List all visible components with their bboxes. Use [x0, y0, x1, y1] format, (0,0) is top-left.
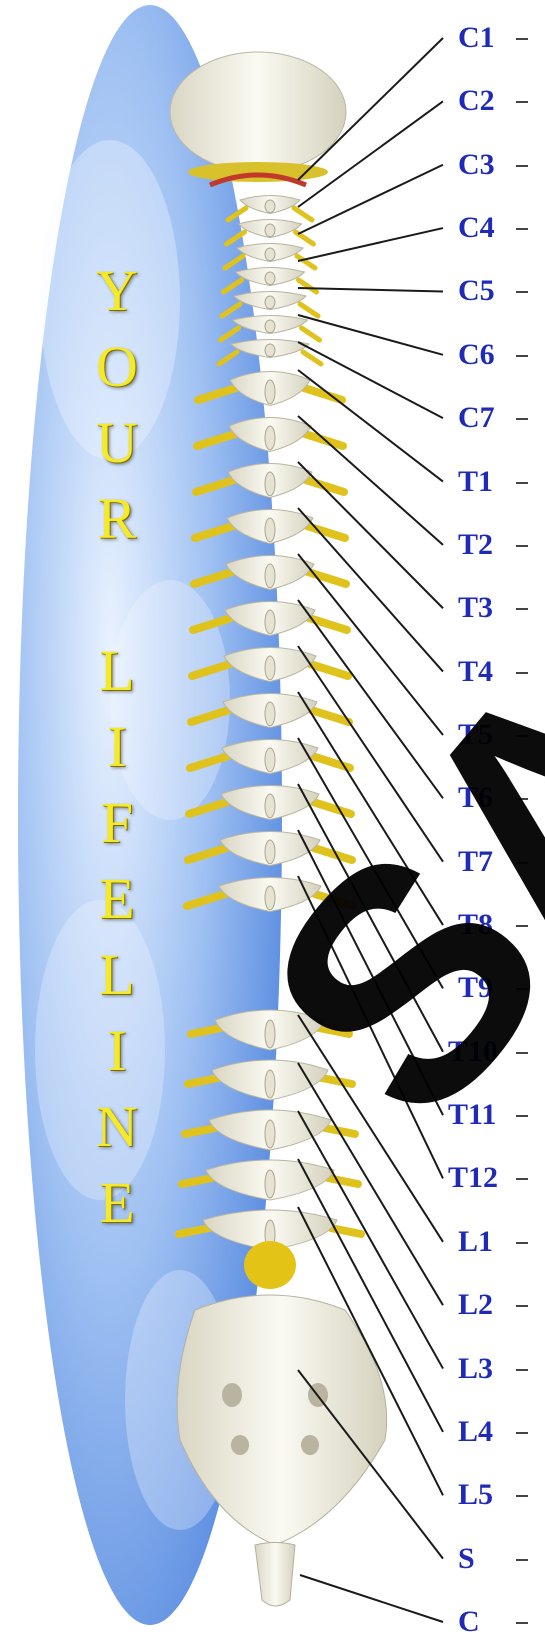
title-letter: U	[82, 414, 152, 472]
vertebra-label-l3: L3	[458, 1352, 493, 1386]
label-tick	[516, 1178, 528, 1180]
vertebra-label-t2: T2	[458, 528, 493, 562]
title-letter: O	[82, 338, 152, 396]
vertebra-label-c4: C4	[458, 211, 495, 245]
vertebra-label-t1: T1	[458, 465, 493, 499]
vertebra-label-l5: L5	[458, 1478, 493, 1512]
title-letter: F	[82, 794, 152, 852]
label-tick	[516, 608, 528, 610]
leader-line	[298, 342, 443, 418]
vertebra-label-c3: C3	[458, 148, 495, 182]
title-letter: E	[82, 1174, 152, 1232]
leader-line	[300, 1575, 443, 1622]
label-tick	[516, 1369, 528, 1371]
vertebra-label-c6: C6	[458, 338, 495, 372]
vertebra-label-l2: L2	[458, 1288, 493, 1322]
label-tick	[516, 38, 528, 40]
leader-line	[298, 288, 443, 291]
label-tick	[516, 228, 528, 230]
title-letter: I	[82, 1022, 152, 1080]
vertebra-label-c: C	[458, 1605, 480, 1639]
vertebra-label-l4: L4	[458, 1415, 493, 1449]
vertebra-label-l1: L1	[458, 1225, 493, 1259]
leader-line	[298, 462, 443, 608]
label-tick	[516, 355, 528, 357]
label-tick	[516, 101, 528, 103]
title-letter: Y	[82, 262, 152, 320]
coccyx	[255, 1543, 295, 1607]
leader-line	[298, 315, 443, 355]
title-letter: N	[82, 1098, 152, 1156]
label-tick	[516, 1242, 528, 1244]
vertebra-label-c5: C5	[458, 274, 495, 308]
leader-line	[298, 370, 443, 482]
vertebra-label-s: S	[458, 1542, 475, 1576]
label-tick	[516, 165, 528, 167]
vertebra	[228, 196, 312, 221]
label-tick	[516, 418, 528, 420]
label-tick	[516, 1305, 528, 1307]
vertebra-label-c1: C1	[458, 21, 495, 55]
title-letter: L	[82, 946, 152, 1004]
vertebra-label-c7: C7	[458, 401, 495, 435]
leader-line	[298, 228, 443, 261]
vertebra-label-c2: C2	[458, 84, 495, 118]
label-tick	[516, 1622, 528, 1624]
label-tick	[516, 1559, 528, 1561]
label-tick	[516, 291, 528, 293]
leader-line	[298, 508, 443, 672]
label-tick	[516, 1495, 528, 1497]
title-letter: R	[82, 490, 152, 548]
label-tick	[516, 482, 528, 484]
title-letter: I	[82, 718, 152, 776]
title-letter: E	[82, 870, 152, 928]
title-letter: L	[82, 642, 152, 700]
label-tick	[516, 1432, 528, 1434]
label-tick	[516, 545, 528, 547]
